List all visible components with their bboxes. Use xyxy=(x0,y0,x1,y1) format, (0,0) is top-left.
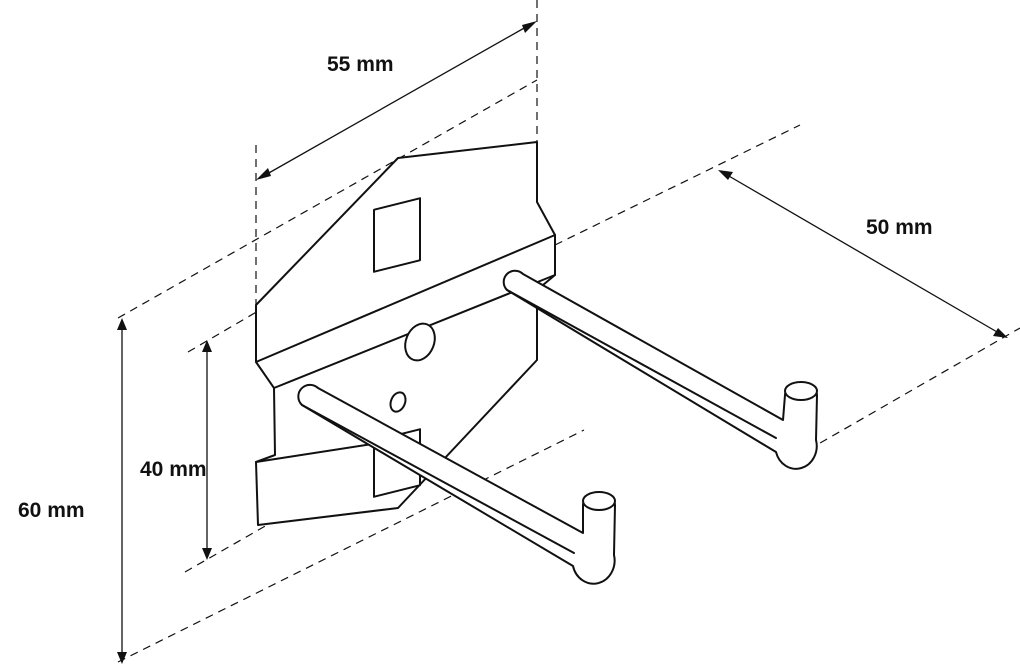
label-50mm: 50 mm xyxy=(866,216,933,239)
extension-lines xyxy=(117,0,1020,663)
back-hook-prong xyxy=(502,269,818,470)
label-40mm: 40 mm xyxy=(140,458,207,481)
label-60mm: 60 mm xyxy=(18,499,85,522)
dimension-40 xyxy=(202,340,212,560)
dimension-60 xyxy=(117,318,127,664)
mounting-hole xyxy=(404,322,436,362)
small-hole xyxy=(389,391,407,413)
front-hook-prong xyxy=(297,383,616,585)
label-55mm: 55 mm xyxy=(327,53,394,76)
dimension-55 xyxy=(256,21,537,180)
dimension-50 xyxy=(718,170,1008,338)
upper-square-slot xyxy=(373,197,421,273)
